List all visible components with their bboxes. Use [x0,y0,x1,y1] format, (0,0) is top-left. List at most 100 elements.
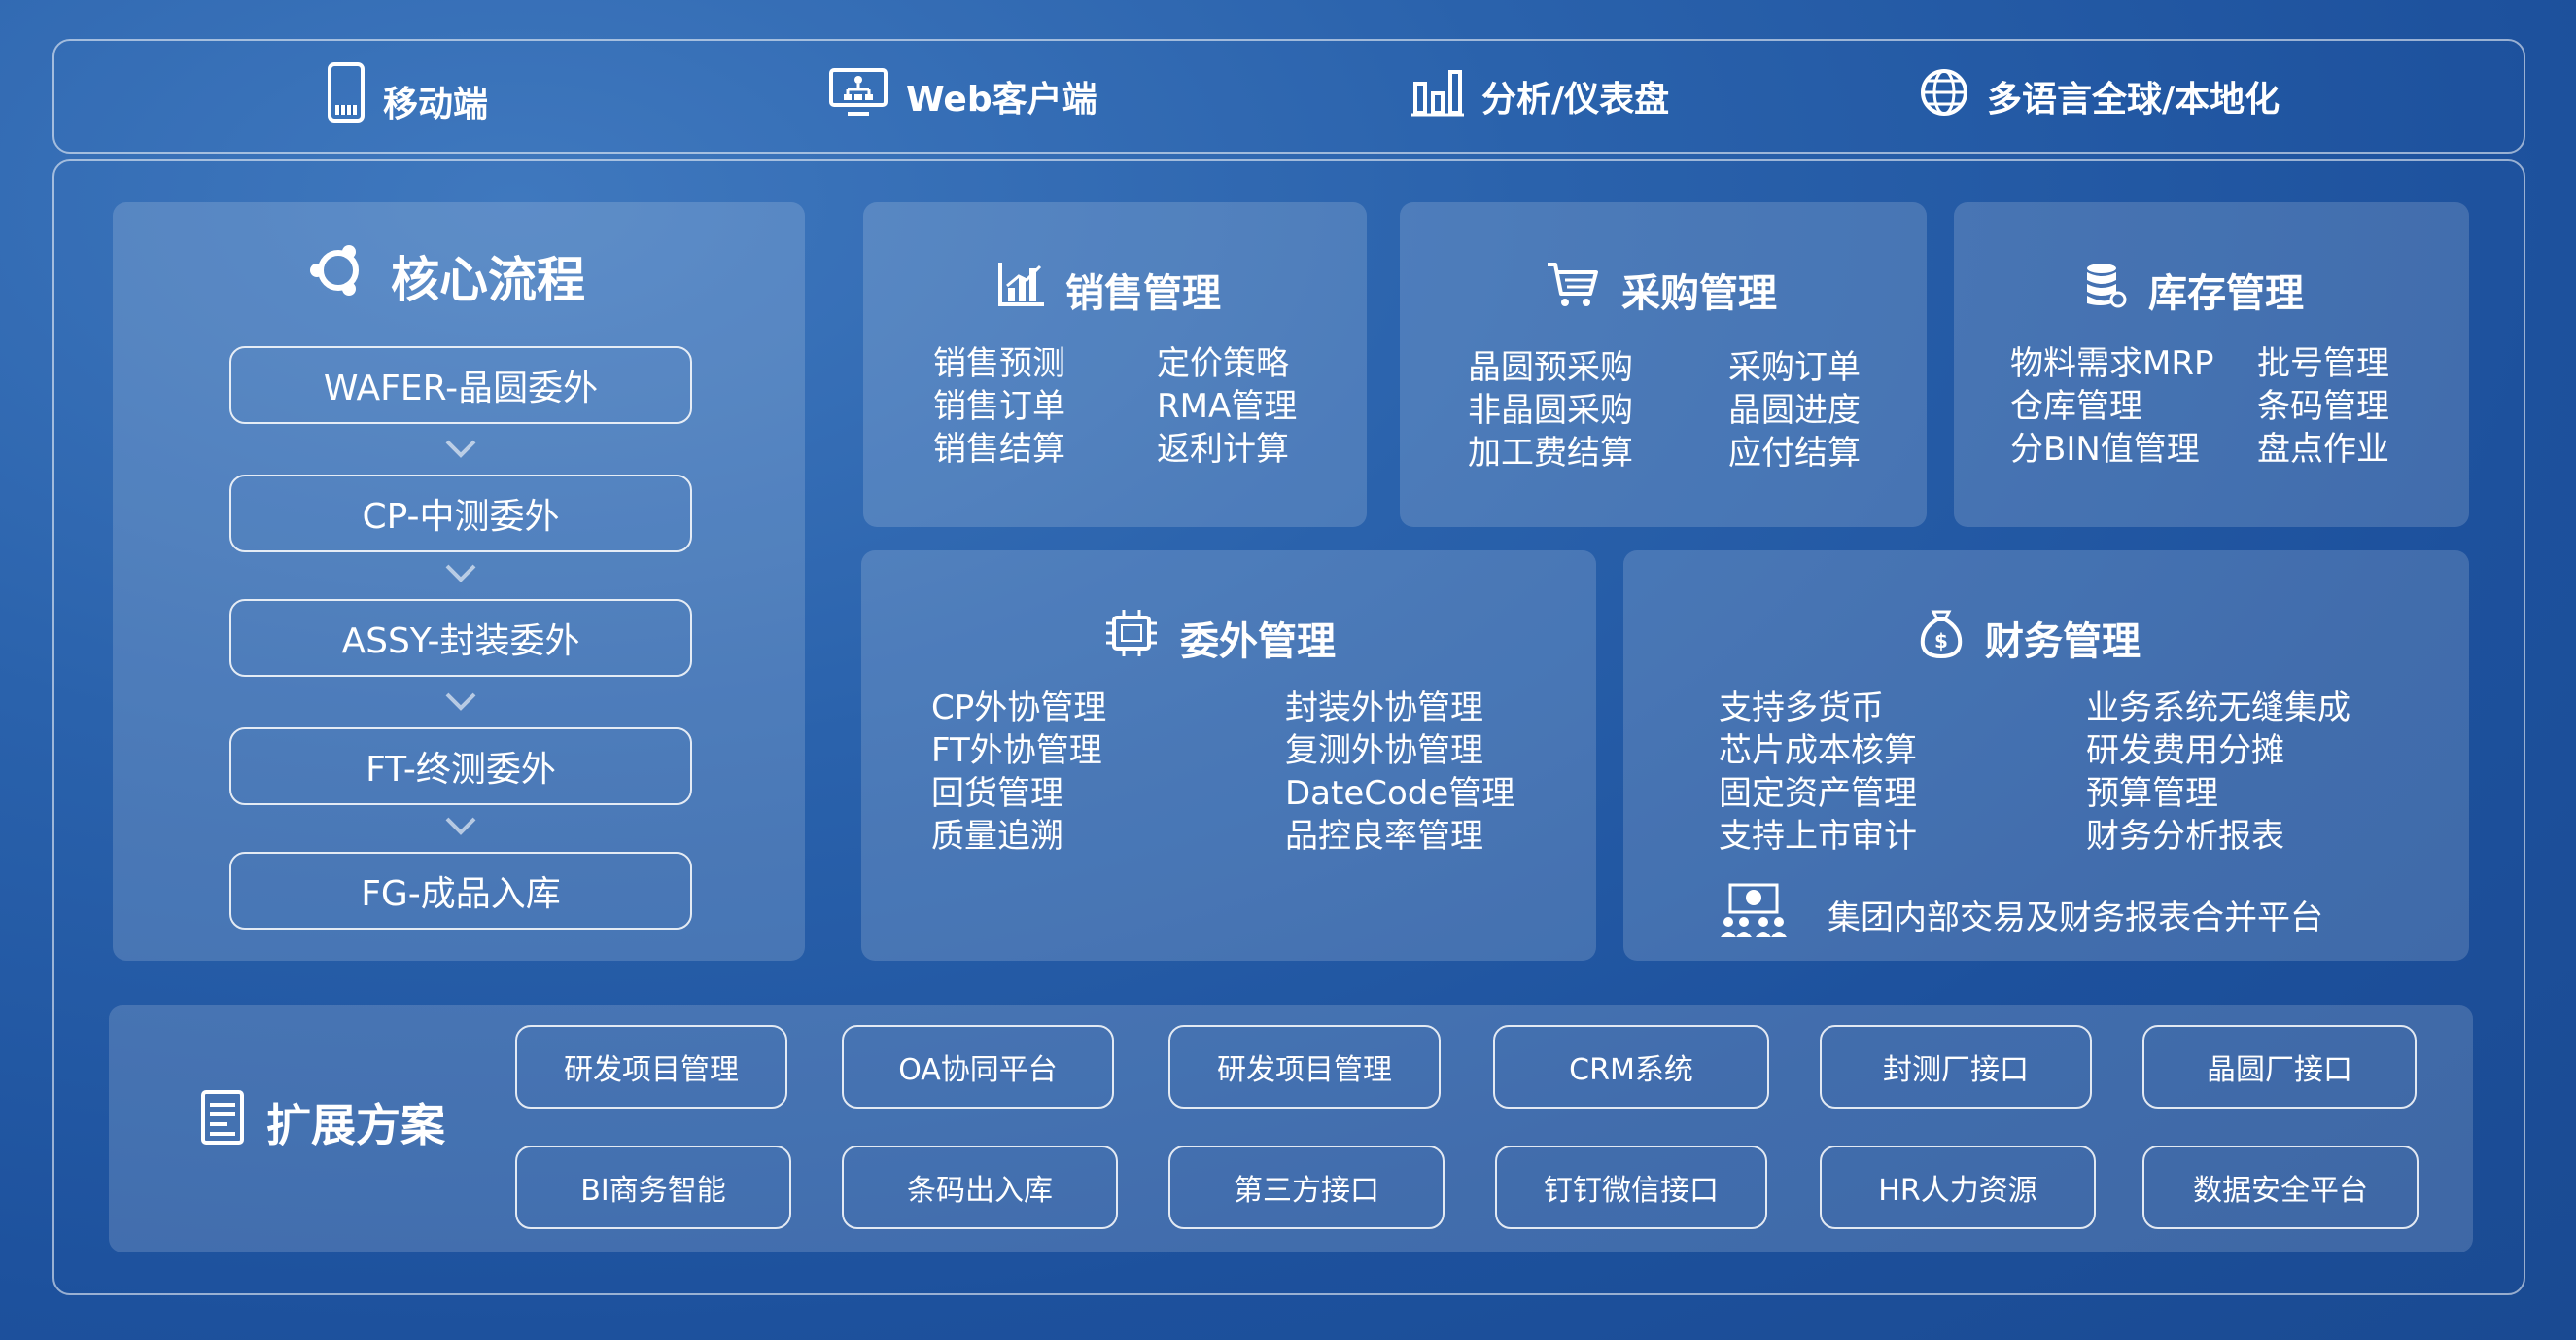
extension-button[interactable]: 封测厂接口 [1820,1025,2092,1109]
globe-icon [1919,67,1987,126]
sales-panel [863,202,1367,527]
list-item: 研发费用分摊 [2086,731,2284,770]
flow-step-ft[interactable]: FT-终测委外 [229,727,692,805]
list-item: 封装外协管理 [1285,688,1483,727]
mobile-phone-icon [327,61,383,131]
list-item: 返利计算 [1157,430,1289,469]
system-modules-frame [52,159,2525,1295]
list-item: 品控良率管理 [1285,817,1483,856]
top-item-analytics: 分析/仪表盘 [1411,39,1669,154]
chip-icon [1104,610,1180,666]
list-item: 回货管理 [931,774,1063,813]
finance-title: $ 财务管理 [1919,609,2141,667]
purchase-label: 采购管理 [1621,271,1777,316]
chevron-down-icon [445,440,476,458]
list-item: 分BIN值管理 [2010,430,2200,469]
chevron-down-icon [445,817,476,835]
core-process-label: 核心流程 [391,252,585,308]
sales-right-list: 定价策略 RMA管理 返利计算 [1157,342,1297,471]
list-item: 固定资产管理 [1719,774,1917,813]
finance-panel [1623,550,2469,961]
extension-button[interactable]: 钉钉微信接口 [1495,1146,1767,1229]
list-item: 预算管理 [2086,774,2218,813]
purchase-panel [1400,202,1927,527]
finance-left-list: 支持多货币 芯片成本核算 固定资产管理 支持上市审计 [1719,687,1917,858]
list-item: 批号管理 [2257,344,2389,383]
list-item: 销售结算 [933,430,1065,469]
extension-button[interactable]: 第三方接口 [1168,1146,1445,1229]
purchase-right-list: 采购订单 晶圆进度 应付结算 [1728,346,1861,475]
flow-step-cp[interactable]: CP-中测委外 [229,475,692,552]
list-item: 条码管理 [2257,387,2389,426]
top-item-globalization: 多语言全球/本地化 [1919,39,2280,154]
inventory-left-list: 物料需求MRP 仓库管理 分BIN值管理 [2010,342,2213,471]
extension-button[interactable]: HR人力资源 [1820,1146,2096,1229]
finance-label: 财务管理 [1985,619,2141,664]
list-item: 加工费结算 [1468,434,1633,473]
finance-right-list: 业务系统无缝集成 研发费用分摊 预算管理 财务分析报表 [2086,687,2350,858]
core-process-title: 核心流程 [307,237,585,315]
extension-label: 扩展方案 [266,1099,445,1151]
list-item: DateCode管理 [1285,774,1515,813]
list-item: 仓库管理 [2010,387,2142,426]
extension-button[interactable]: OA协同平台 [842,1025,1114,1109]
extension-button[interactable]: 研发项目管理 [1168,1025,1441,1109]
outsource-right-list: 封装外协管理 复测外协管理 DateCode管理 品控良率管理 [1285,687,1514,858]
flow-step-wafer[interactable]: WAFER-晶圆委外 [229,346,692,424]
flow-step-assy[interactable]: ASSY-封装委外 [229,599,692,677]
list-item: 非晶圆采购 [1468,391,1633,430]
purchase-left-list: 晶圆预采购 非晶圆采购 加工费结算 [1468,346,1633,475]
top-item-mobile: 移动端 [327,39,488,154]
chevron-down-icon [445,564,476,582]
list-item: 盘点作业 [2257,430,2389,469]
list-item: 定价策略 [1157,344,1289,383]
sales-title: 销售管理 [997,261,1221,319]
extension-button[interactable]: 晶圆厂接口 [2142,1025,2417,1109]
list-item: 复测外协管理 [1285,731,1483,770]
inventory-panel [1954,202,2469,527]
top-item-label: Web客户端 [906,80,1097,120]
ubuntu-cycle-icon [307,239,391,313]
bar-chart-icon [1411,68,1481,125]
monitor-network-icon [828,67,906,126]
sales-left-list: 销售预测 销售订单 销售结算 [933,342,1065,471]
core-process-panel [113,202,805,961]
database-icon [2084,261,2148,319]
sales-label: 销售管理 [1065,271,1221,316]
top-item-label: 多语言全球/本地化 [1987,80,2280,120]
list-item: 质量追溯 [931,817,1063,856]
flow-step-fg[interactable]: FG-成品入库 [229,852,692,930]
chevron-down-icon [445,692,476,711]
list-item: 支持上市审计 [1719,817,1917,856]
extension-button[interactable]: 数据安全平台 [2142,1146,2419,1229]
outsource-panel [861,550,1596,961]
list-item: 销售订单 [933,387,1065,426]
extension-button[interactable]: CRM系统 [1493,1025,1769,1109]
list-item: 支持多货币 [1719,688,1884,727]
top-item-web: Web客户端 [828,39,1097,154]
bar-chart-icon [997,263,1065,317]
shopping-cart-icon [1546,261,1621,319]
list-item: RMA管理 [1157,387,1298,426]
finance-footer-label: 集团内部交易及财务报表合并平台 [1828,899,2323,937]
extension-button[interactable]: 条码出入库 [842,1146,1118,1229]
top-item-label: 分析/仪表盘 [1481,80,1670,120]
list-item: 物料需求MRP [2010,344,2214,383]
inventory-label: 库存管理 [2148,271,2304,316]
list-item: FT外协管理 [931,731,1102,770]
top-item-label: 移动端 [383,85,489,124]
extension-button[interactable]: BI商务智能 [515,1146,791,1229]
presentation-team-icon [1717,883,1791,946]
list-item: 晶圆预采购 [1468,348,1633,387]
outsource-left-list: CP外协管理 FT外协管理 回货管理 质量追溯 [931,687,1106,858]
svg-text:$: $ [1934,629,1948,652]
finance-footer: 集团内部交易及财务报表合并平台 [1717,883,2323,946]
inventory-title: 库存管理 [2084,261,2304,319]
extension-button[interactable]: 研发项目管理 [515,1025,787,1109]
list-item: 采购订单 [1728,348,1861,387]
list-item: 应付结算 [1728,434,1861,473]
list-item: CP外协管理 [931,688,1107,727]
outsource-title: 委外管理 [1104,609,1336,667]
purchase-title: 采购管理 [1546,261,1777,319]
document-icon [200,1089,266,1156]
